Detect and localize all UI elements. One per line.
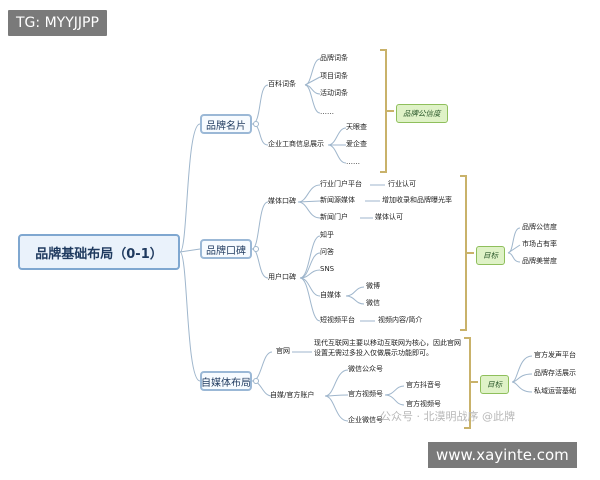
label-baike-item: 品牌词条	[320, 54, 348, 62]
label-video-content: 视频内容/简介	[378, 316, 423, 324]
label-official-desc: 现代互联网主要以移动互联网为核心，因此官网	[314, 339, 461, 347]
label-baike-item: ……	[320, 108, 334, 116]
label-biz-item: 天眼查	[346, 123, 367, 131]
label-user-item: 问答	[320, 248, 334, 256]
label-biz-item: ……	[346, 158, 360, 166]
label-enterprise-wechat: 企业微信号	[348, 416, 383, 424]
label-official-video: 官方视频号	[348, 390, 383, 398]
label-user-reputation: 用户口碑	[268, 273, 296, 281]
label-official-video-2: 官方视频号	[406, 400, 441, 408]
root-node: 品牌基础布局（0-1）	[18, 234, 180, 270]
label-goal-item: 官方发声平台	[534, 351, 576, 359]
goal-brand-credibility: 品牌公信度	[396, 104, 448, 123]
label-media-reputation: 媒体口碑	[268, 197, 296, 205]
label-user-item: SNS	[320, 265, 335, 273]
label-official-douyin: 官方抖音号	[406, 381, 441, 389]
label-goal-item: 私域运营基础	[534, 387, 576, 395]
label-industry-portal: 行业门户平台	[320, 180, 362, 188]
label-self-media-item: 微博	[366, 282, 380, 290]
label-baike-item: 项目词条	[320, 72, 348, 80]
label-goal-item: 品牌公信度	[522, 223, 557, 231]
label-official-site: 官网	[276, 347, 290, 355]
branch-brand-card: 品牌名片	[200, 114, 252, 134]
label-biz-item: 爱企查	[346, 140, 367, 148]
watermark-url: www.xayinte.com	[428, 442, 577, 468]
label-news-result: 增加收录和品牌曝光率	[382, 196, 452, 204]
label-official-desc: 设置无需过多投入仅做展示功能即可。	[314, 349, 433, 357]
label-user-item: 知乎	[320, 231, 334, 239]
branch-self-media: 自媒体布局	[200, 371, 252, 391]
label-baike: 百科词条	[268, 80, 296, 88]
label-news-portal: 新闻门户	[320, 213, 348, 221]
watermark-tag: TG: MYYJJPP	[8, 10, 107, 36]
label-baike-item: 活动词条	[320, 89, 348, 97]
label-goal-item: 品牌美誉度	[522, 257, 557, 265]
label-media-recognition: 媒体认可	[375, 213, 403, 221]
label-industry-recognition: 行业认可	[388, 180, 416, 188]
label-self-media: 自媒体	[320, 291, 341, 299]
label-short-video: 短视频平台	[320, 316, 355, 324]
label-official-account: 自媒/官方账户	[270, 391, 315, 399]
label-goal-item: 市场占有率	[522, 240, 557, 248]
branch-brand-reputation: 品牌口碑	[200, 239, 252, 259]
label-news-media: 新闻源媒体	[320, 196, 355, 204]
label-goal-item: 品牌存活展示	[534, 369, 576, 377]
goal-self-media: 目标	[480, 375, 509, 394]
watermark-text: 公众号 · 北漠明战序 @此牌	[380, 410, 515, 423]
goal-reputation: 目标	[476, 246, 505, 265]
label-biz-info: 企业工商信息展示	[268, 140, 324, 148]
label-self-media-item: 微信	[366, 299, 380, 307]
label-wechat-official: 微信公众号	[348, 365, 383, 373]
